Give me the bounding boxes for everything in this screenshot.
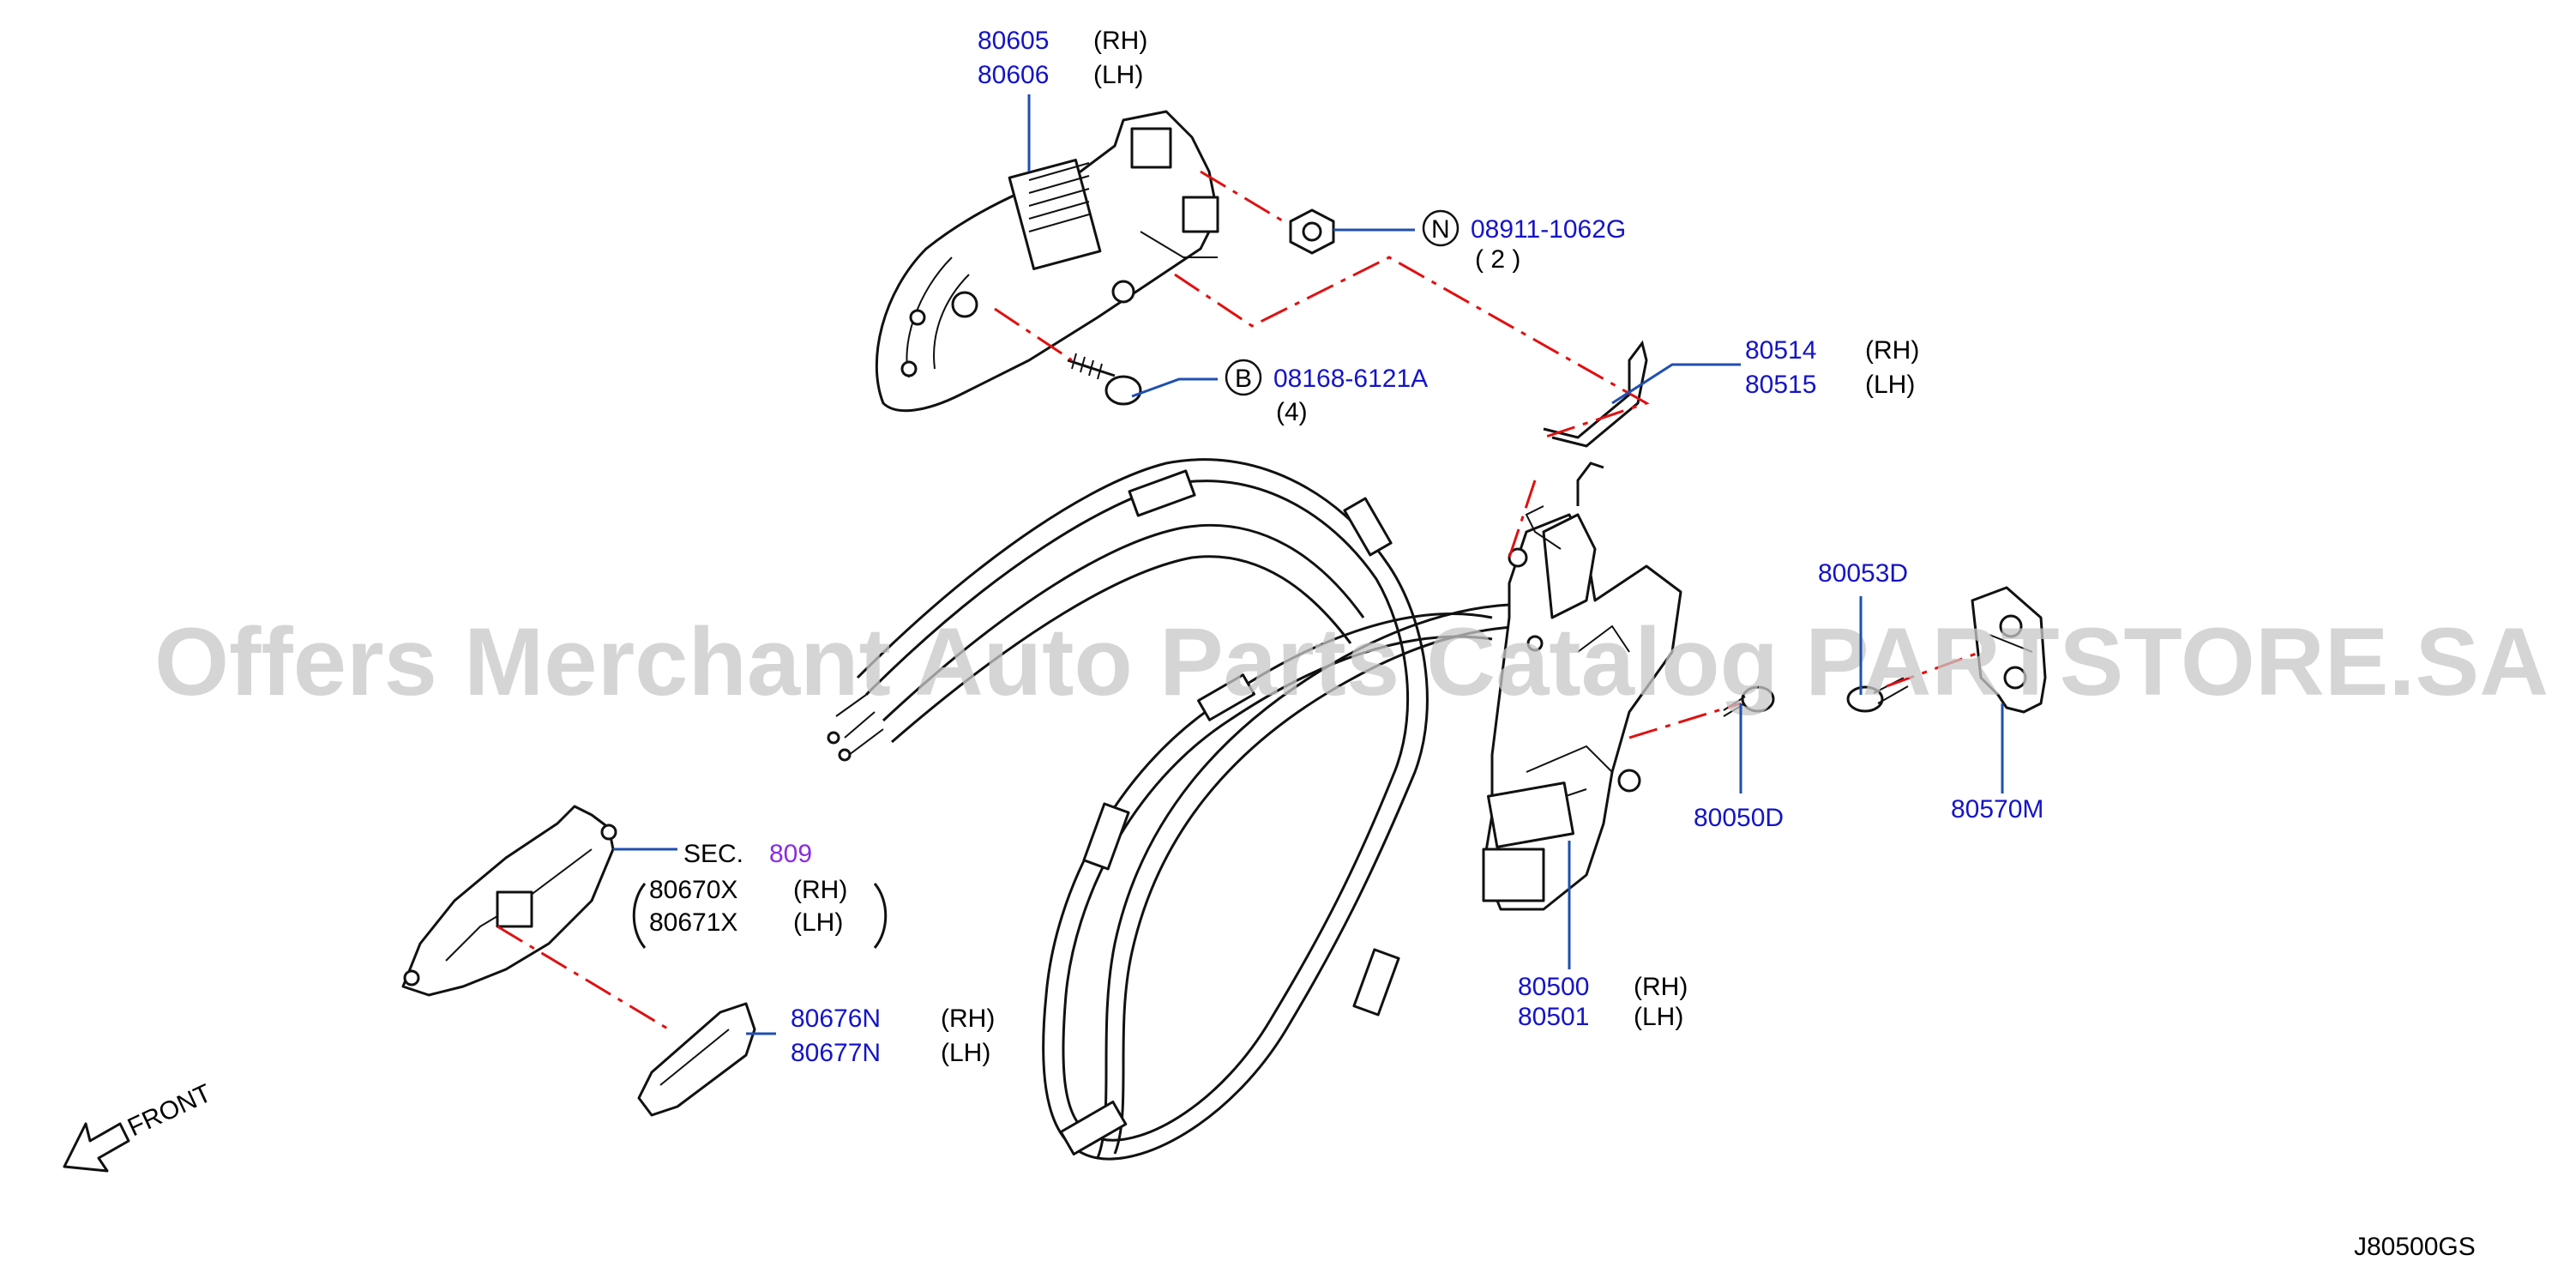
label-bolt: B 08168-6121A (4): [1225, 359, 1428, 426]
side-lock-actuator-rh: (RH): [1634, 973, 1688, 1001]
nut-part: [1289, 208, 1335, 255]
outside-handle-bracket: [875, 110, 1219, 413]
sec-label: SEC.: [683, 840, 743, 868]
bolt-part: [1067, 353, 1142, 406]
side-outside-handle-lh: (LH): [1093, 61, 1143, 89]
pn-inside-handle-rh: 80670X: [649, 876, 737, 904]
rod-part: [1543, 340, 1648, 506]
lock-cable-assembly: [827, 458, 1544, 1161]
open-bracket: [632, 883, 647, 949]
nut-symbol: N: [1431, 215, 1450, 244]
pn-rod-lh: 80515: [1745, 371, 1816, 399]
nut-symbol-circle: [1422, 209, 1460, 247]
label-nut: N 08911-1062G ( 2 ): [1422, 209, 1626, 274]
leader-lines: [613, 94, 2004, 1035]
pn-lock-actuator-rh: 80500: [1518, 973, 1589, 1001]
pn-inside-handle-lh: 80671X: [649, 908, 737, 937]
side-inside-handle-lh: (LH): [793, 908, 843, 937]
side-escutcheon-rh: (RH): [941, 1005, 995, 1033]
side-lock-actuator-lh: (LH): [1634, 1003, 1683, 1031]
pn-rod-rh: 80514: [1745, 336, 1816, 365]
screw-part: [1723, 685, 1775, 717]
watermark: Offers Merchant Auto Parts Catalog PARTS…: [154, 608, 2549, 715]
bolt-symbol: B: [1235, 365, 1252, 393]
door-striker: [1971, 586, 2047, 714]
pn-escutcheon-rh: 80676N: [791, 1005, 881, 1033]
side-outside-handle-rh: (RH): [1093, 27, 1147, 55]
pn-outside-handle-lh: 80606: [978, 61, 1049, 89]
label-inside-handle: SEC. 809 80670X (RH) 80671X (LH): [632, 840, 888, 949]
qty-nut: ( 2 ): [1475, 245, 1520, 274]
escutcheon-part: [637, 1002, 756, 1117]
side-inside-handle-rh: (RH): [793, 876, 847, 904]
pn-screw-top: 80053D: [1818, 559, 1908, 588]
qty-bolt: (4): [1276, 398, 1308, 426]
side-rod-lh: (LH): [1865, 371, 1915, 399]
pn-escutcheon-lh: 80677N: [791, 1039, 881, 1067]
side-escutcheon-lh: (LH): [941, 1039, 990, 1067]
screw-top-part: [1846, 677, 1909, 713]
pn-lock-actuator-lh: 80501: [1518, 1003, 1589, 1031]
door-lock-actuator: [1482, 505, 1682, 911]
side-rod-rh: (RH): [1865, 336, 1919, 365]
label-outside-handle: 80605 (RH) 80606 (LH): [978, 27, 1147, 89]
bolt-symbol-circle: [1225, 359, 1262, 396]
front-label: FRONT: [123, 1079, 216, 1143]
sec-number: 809: [769, 840, 812, 868]
diagram-code: J80500GS: [2354, 1233, 2476, 1261]
pn-screw: 80050D: [1694, 804, 1784, 832]
label-lock-actuator: 80500 (RH) 80501 (LH): [1518, 973, 1688, 1031]
label-escutcheon: 80676N (RH) 80677N (LH): [791, 1005, 995, 1067]
pn-striker: 80570M: [1951, 795, 2043, 824]
label-rod: 80514 (RH) 80515 (LH): [1745, 336, 1919, 399]
pn-bolt: 08168-6121A: [1273, 365, 1428, 393]
front-arrow-icon: [63, 1122, 130, 1173]
inside-handle: [401, 805, 617, 997]
close-bracket: [873, 883, 888, 949]
pn-nut: 08911-1062G: [1471, 215, 1626, 244]
pn-outside-handle-rh: 80605: [978, 27, 1049, 55]
assembly-lines: [497, 170, 1982, 1031]
